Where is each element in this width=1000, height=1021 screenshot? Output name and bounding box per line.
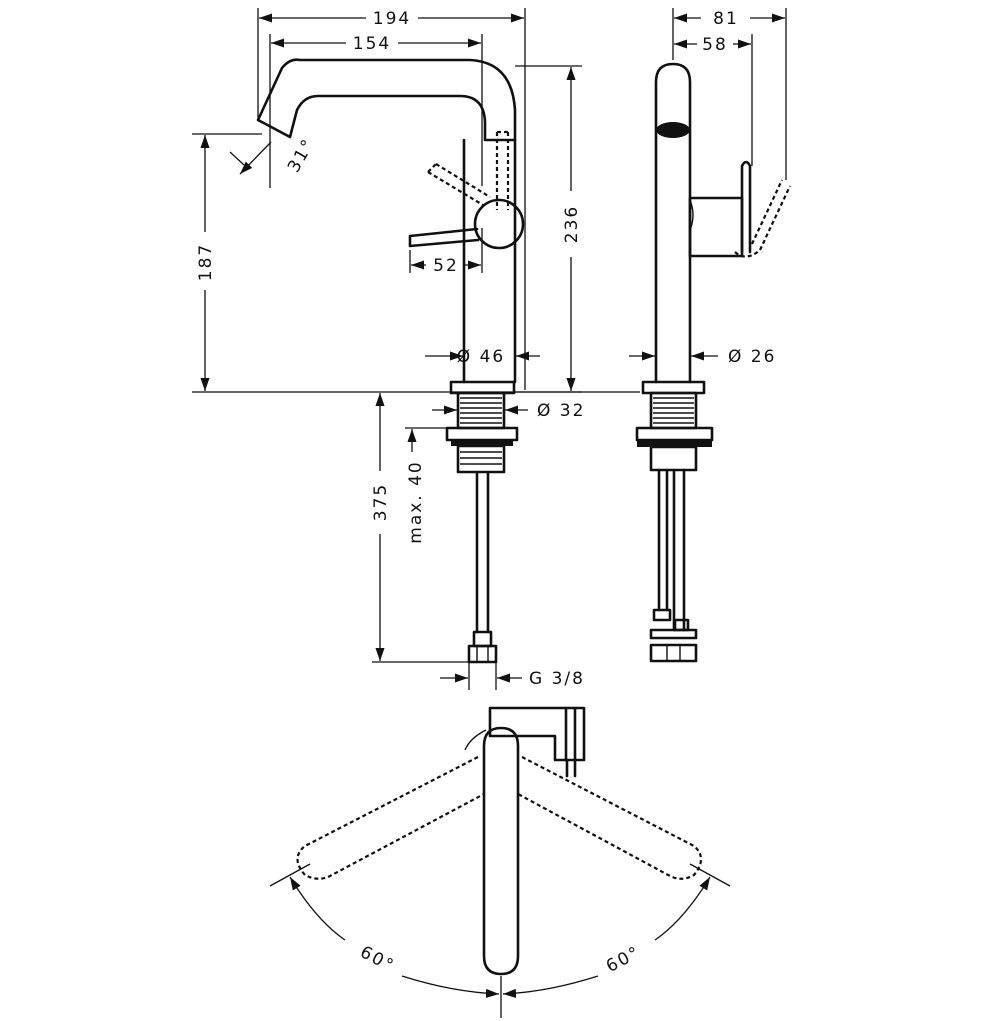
side-lever <box>740 160 752 254</box>
dim-diameter-46: Ø 46 <box>457 347 505 367</box>
side-view <box>635 62 791 663</box>
top-spout-center <box>482 726 520 976</box>
side-lever-housing <box>688 196 744 258</box>
side-mounting-nut <box>635 426 714 442</box>
dim-58: 58 <box>702 35 728 55</box>
dim-max-40: max. 40 <box>406 460 426 543</box>
dim-diameter-32: Ø 32 <box>537 401 585 421</box>
front-hose <box>475 470 490 634</box>
front-spout <box>256 58 517 142</box>
front-view <box>256 58 525 664</box>
dim-diameter-26: Ø 26 <box>728 347 776 367</box>
side-lever-alt <box>734 179 791 258</box>
front-lever-knob <box>473 198 525 250</box>
top-body <box>488 706 586 762</box>
dim-81: 81 <box>713 9 739 29</box>
side-connectors <box>649 643 698 663</box>
dim-60-deg-left: 60° <box>357 942 398 977</box>
dim-154: 154 <box>353 34 391 54</box>
front-connector <box>467 644 498 664</box>
top-view <box>296 706 703 976</box>
top-spout-right <box>517 756 703 880</box>
dimension-lines <box>192 8 786 1018</box>
front-lever-alt <box>427 163 491 206</box>
front-cartridge-dashed <box>495 130 510 210</box>
dim-60-deg-right: 60° <box>603 942 644 977</box>
dim-52: 52 <box>433 256 459 276</box>
side-aerator <box>656 122 690 138</box>
front-lever-handle <box>408 227 480 248</box>
dim-187: 187 <box>196 243 216 281</box>
top-spout-left <box>296 756 485 880</box>
dim-375: 375 <box>371 483 391 521</box>
dim-31-deg: 31° <box>284 135 319 176</box>
dim-236: 236 <box>562 205 582 243</box>
side-body <box>654 62 692 384</box>
dim-194: 194 <box>373 9 411 29</box>
dim-g-3-8: G 3/8 <box>529 669 585 689</box>
front-mounting-nut <box>445 426 519 442</box>
